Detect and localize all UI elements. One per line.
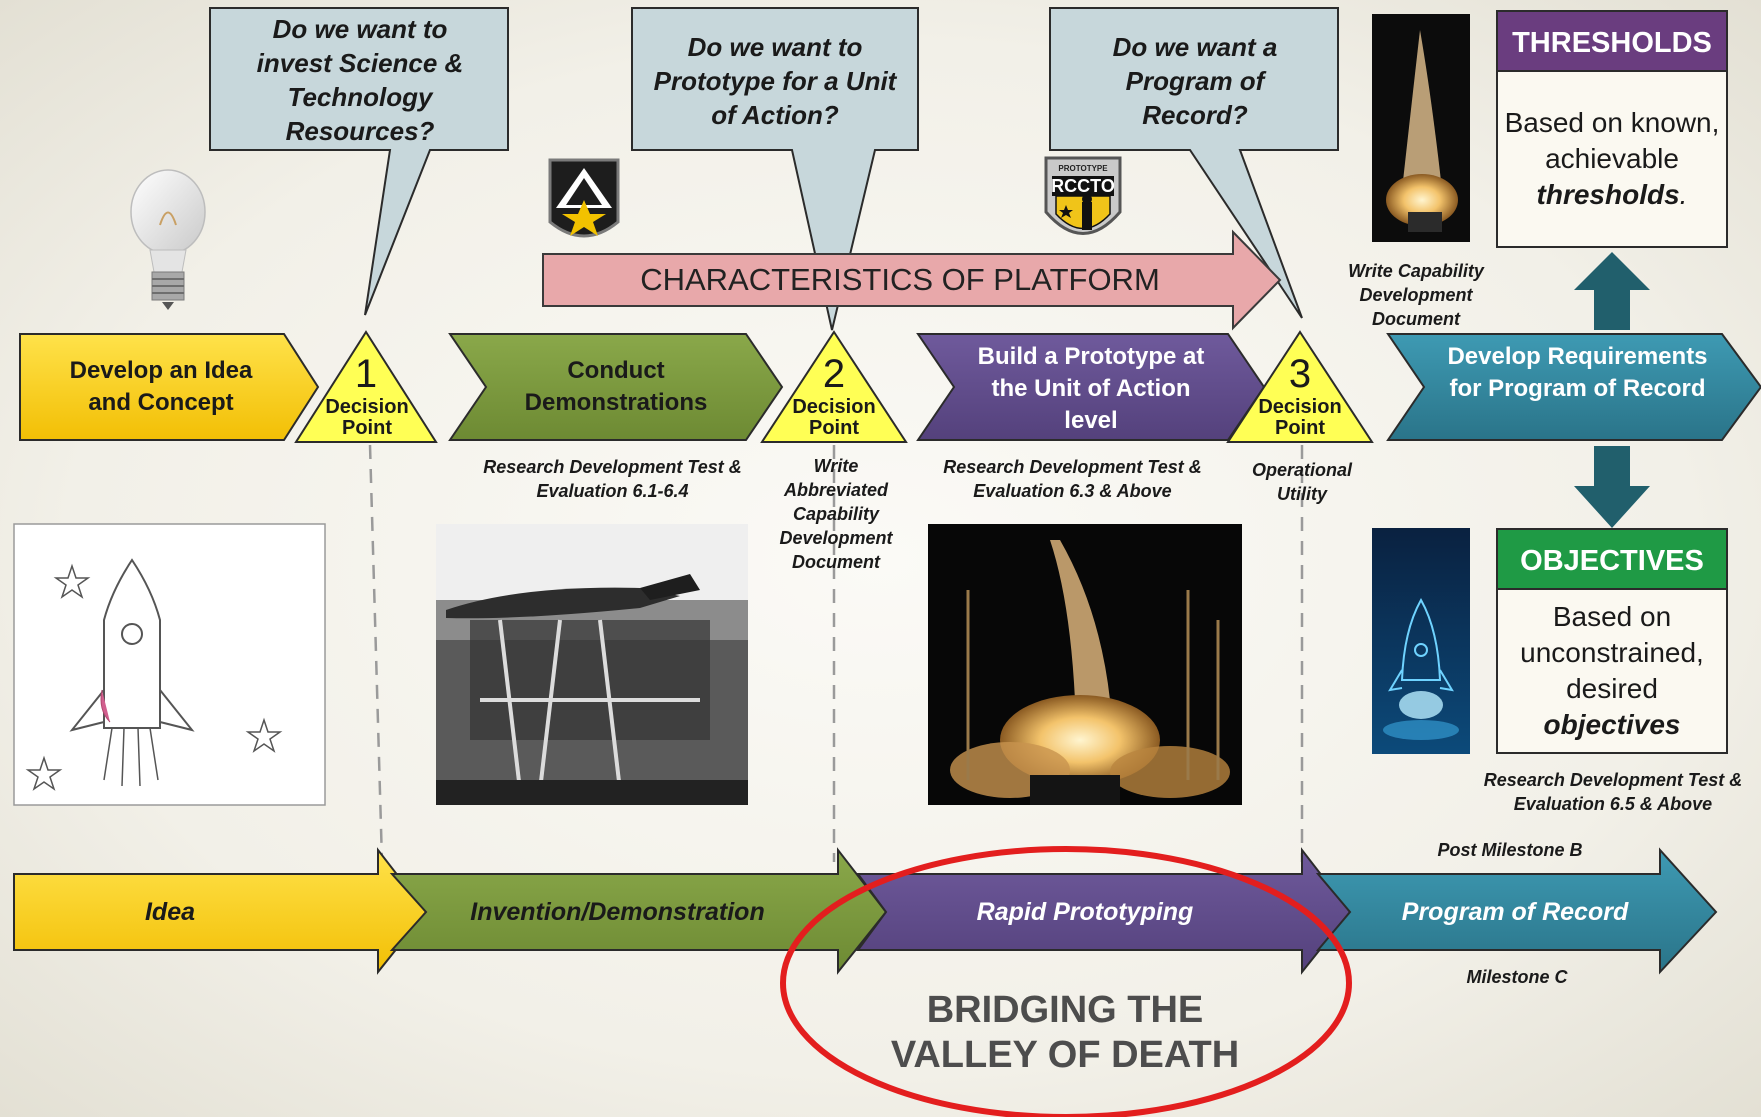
phase-1-label: Idea: [144, 898, 196, 926]
night-launch-photo: [928, 524, 1242, 805]
decision-point-2-label: Decision Point: [792, 396, 876, 439]
phase-2-shape: [389, 847, 888, 975]
objectives-body-emphasis: objectives: [1543, 709, 1681, 740]
speech-bubble-1: [209, 7, 509, 316]
digital-rocket-image: [1372, 528, 1470, 754]
decision-point-3-label: Decision Point: [1258, 396, 1342, 439]
decision-question-3: Do we want a Program of Record?: [1112, 32, 1278, 130]
note-milestone-c: Milestone C: [1466, 967, 1568, 987]
process-step-3-label: Build a Prototype at the Unit of Action …: [977, 343, 1205, 434]
valley-of-death-circle: [780, 846, 1352, 1117]
rocket-launch-thumbnail-top: [1372, 14, 1470, 242]
note-rdte-6-1-6-4: Research Development Test & Evaluation 6…: [483, 457, 742, 501]
objectives-body-prefix: Based on unconstrained, desired: [1520, 601, 1704, 704]
decision-point-3-triangle: [1226, 330, 1374, 443]
note-post-milestone-b: Post Milestone B: [1437, 840, 1583, 860]
characteristics-banner-text: CHARACTERISTICS OF PLATFORM: [640, 262, 1160, 297]
decision-point-1-triangle: [294, 330, 438, 443]
dashed-guide-lines: [368, 444, 1304, 863]
process-step-2-label: Conduct Demonstrations: [524, 357, 708, 416]
characteristics-arrow: [542, 229, 1282, 331]
phase-4-shape: [1315, 847, 1718, 975]
thresholds-title: THRESHOLDS: [1496, 10, 1728, 72]
decision-question-1: Do we want to invest Science & Technolog…: [256, 14, 464, 146]
phase-3-shape: [856, 847, 1352, 975]
process-step-3-shape: [916, 333, 1266, 441]
decision-point-2-number: 2: [822, 352, 846, 396]
process-step-2-shape: [448, 333, 784, 441]
decision-point-1-label: Decision Point: [325, 396, 409, 439]
thresholds-body-prefix: Based on known, achievable: [1504, 107, 1720, 174]
light-bulb-icon: [130, 169, 206, 310]
rccto-badge-icon: [1044, 156, 1122, 235]
missile-test-photo: [436, 524, 748, 805]
note-write-cdd: Write Capability Development Document: [1348, 261, 1484, 329]
objectives-box: OBJECTIVES Based on unconstrained, desir…: [1496, 528, 1728, 754]
phase-4-label: Program of Record: [1401, 898, 1629, 926]
decision-point-3-number: 3: [1288, 352, 1312, 396]
valley-of-death-text: BRIDGING THE VALLEY OF DEATH: [890, 989, 1240, 1076]
process-step-4-label: Develop Requirements for Program of Reco…: [1447, 343, 1708, 402]
thresholds-body: Based on known, achievable thresholds.: [1498, 72, 1726, 246]
objectives-title: OBJECTIVES: [1496, 528, 1728, 590]
decision-point-1-number: 1: [354, 352, 378, 396]
army-command-logo-icon: [548, 158, 620, 238]
thresholds-box: THRESHOLDS Based on known, achievable th…: [1496, 10, 1728, 248]
decision-question-2: Do we want to Prototype for a Unit of Ac…: [653, 32, 897, 130]
rccto-badge-small-text: PROTOTYPE: [1058, 164, 1108, 173]
process-step-4-shape: [1386, 333, 1761, 441]
rccto-badge-text: RCCTO: [1051, 176, 1115, 196]
note-rdte-6-3: Research Development Test & Evaluation 6…: [943, 457, 1202, 501]
speech-bubble-3: [1049, 7, 1339, 319]
process-step-1-label: Develop an Idea and Concept: [69, 357, 253, 416]
phase-2-label: Invention/Demonstration: [470, 898, 765, 926]
speech-bubble-2: [631, 7, 919, 331]
thresholds-body-suffix: .: [1679, 179, 1688, 210]
process-step-1-shape: [19, 333, 320, 441]
rocket-sketch-image: [13, 523, 326, 806]
vertical-double-arrow: [1574, 252, 1650, 528]
note-write-abbreviated-cdd: Write Abbreviated Capability Development…: [779, 456, 893, 572]
thresholds-body-emphasis: thresholds: [1536, 179, 1680, 210]
note-rdte-6-5: Research Development Test & Evaluation 6…: [1483, 770, 1743, 814]
phase-3-label: Rapid Prototyping: [976, 898, 1194, 926]
decision-point-2-triangle: [760, 330, 908, 443]
note-operational-utility: Operational Utility: [1251, 460, 1353, 504]
objectives-body: Based on unconstrained, desired objectiv…: [1498, 590, 1726, 752]
